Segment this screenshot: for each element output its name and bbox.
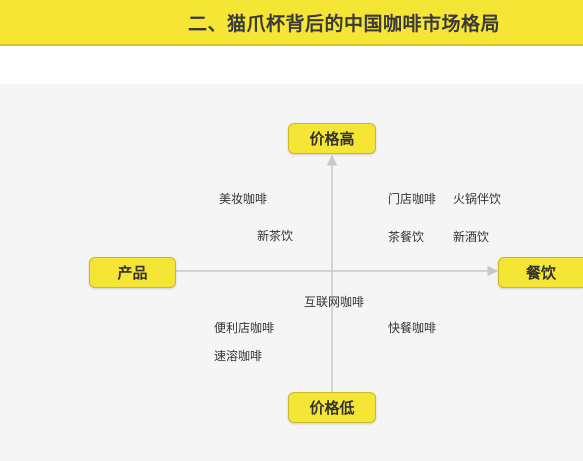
item-new-tea-drink: 新茶饮 <box>257 229 294 243</box>
header-bar: 二、猫爪杯背后的中国咖啡市场格局 <box>0 0 583 46</box>
item-tea-restaurant: 茶餐饮 <box>388 230 425 244</box>
axis-label-bottom: 价格低 <box>288 392 376 423</box>
item-new-liquor-drink: 新酒饮 <box>453 230 490 244</box>
item-meizhuang-coffee: 美妆咖啡 <box>219 192 268 206</box>
page-title: 二、猫爪杯背后的中国咖啡市场格局 <box>188 13 501 35</box>
item-fast-food-coffee: 快餐咖啡 <box>388 321 437 335</box>
item-instant-coffee: 速溶咖啡 <box>214 349 263 363</box>
spacer <box>0 46 583 84</box>
axis-label-right: 餐饮 <box>498 257 583 288</box>
item-hotpot-drink: 火锅伴饮 <box>453 192 502 206</box>
item-store-coffee: 门店咖啡 <box>388 192 437 206</box>
axis-label-top: 价格高 <box>288 123 376 154</box>
axis-label-left: 产品 <box>89 257 176 288</box>
item-convenience-store-coffee: 便利店咖啡 <box>214 321 275 335</box>
item-internet-coffee: 互联网咖啡 <box>304 295 365 309</box>
